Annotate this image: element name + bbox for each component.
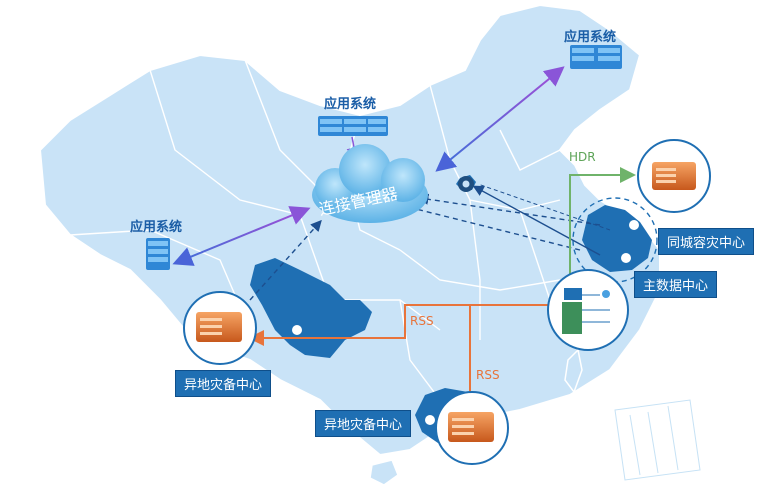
app-system-label-northeast: 应用系统 bbox=[564, 30, 617, 45]
hdr-link bbox=[569, 167, 636, 290]
location-dot-main bbox=[621, 253, 631, 263]
remote-dc-label-west: 异地灾备中心 bbox=[175, 370, 272, 397]
main-dc-label: 主数据中心 bbox=[634, 271, 718, 298]
server-rack-icon-west bbox=[146, 238, 170, 270]
server-rack-icon-northeast bbox=[570, 45, 622, 69]
link-cloud-northeast-app bbox=[435, 66, 565, 172]
gear-icon bbox=[458, 176, 474, 192]
remote-dc-label-south: 异地灾备中心 bbox=[315, 410, 412, 437]
server-rack-icon-top bbox=[318, 116, 388, 136]
hainan-shape bbox=[369, 459, 399, 486]
location-dot-guangzhou bbox=[425, 415, 435, 425]
taiwan-shape bbox=[564, 348, 583, 394]
same-city-dc-node bbox=[637, 139, 711, 213]
rss-label-south: RSS bbox=[476, 368, 500, 382]
decorative-grid bbox=[614, 399, 701, 481]
rss-label-west: RSS bbox=[410, 314, 434, 328]
sichuan-region bbox=[250, 258, 372, 358]
location-dot-chengdu bbox=[292, 325, 302, 335]
link-cloud-west-app bbox=[172, 206, 311, 266]
app-system-label-west: 应用系统 bbox=[130, 220, 183, 235]
main-dc-node bbox=[547, 269, 629, 351]
link-main-cloud bbox=[397, 201, 581, 251]
hdr-label: HDR bbox=[569, 150, 596, 164]
remote-dc-node-south bbox=[435, 391, 509, 465]
remote-dc-node-west bbox=[183, 291, 257, 365]
app-system-label-top: 应用系统 bbox=[324, 97, 377, 112]
cloud-icon bbox=[312, 144, 428, 223]
rss-link-chengdu bbox=[248, 304, 555, 346]
same-city-dc-label: 同城容灾中心 bbox=[658, 228, 755, 255]
location-dot-same-city bbox=[629, 220, 639, 230]
link-same-city-beijing bbox=[477, 183, 611, 231]
link-main-beijing bbox=[472, 185, 601, 256]
